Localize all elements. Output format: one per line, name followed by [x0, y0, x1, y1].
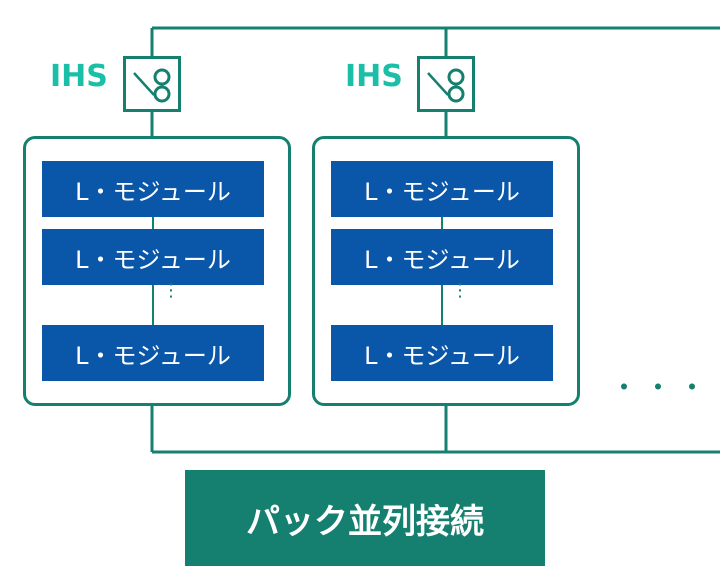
switch-icon: [133, 68, 171, 103]
ihs-switch-1: [123, 56, 181, 112]
l-module: L・モジュール: [331, 161, 553, 217]
module-connector: [441, 217, 443, 229]
l-module: L・モジュール: [331, 325, 553, 381]
l-module: L・モジュール: [42, 229, 264, 285]
module-connector: [152, 285, 154, 325]
ihs-label-1: IHS: [50, 59, 108, 94]
switch-icon: [427, 68, 465, 103]
module-connector: [441, 285, 443, 325]
l-module: L・モジュール: [42, 325, 264, 381]
l-module: L・モジュール: [42, 161, 264, 217]
module-connector: [152, 217, 154, 229]
caption-text: パック並列接続: [246, 501, 484, 542]
vertical-ellipsis: ⋮: [162, 280, 180, 301]
caption-box: パック並列接続: [185, 470, 545, 566]
battery-pack-1: L・モジュール L・モジュール ⋮ L・モジュール: [23, 136, 291, 406]
more-packs-indicator: ・・・: [610, 371, 713, 404]
ihs-switch-2: [417, 56, 475, 112]
battery-pack-2: L・モジュール L・モジュール ⋮ L・モジュール: [312, 136, 580, 406]
ihs-label-2: IHS: [345, 59, 403, 94]
vertical-ellipsis: ⋮: [451, 280, 469, 301]
l-module: L・モジュール: [331, 229, 553, 285]
